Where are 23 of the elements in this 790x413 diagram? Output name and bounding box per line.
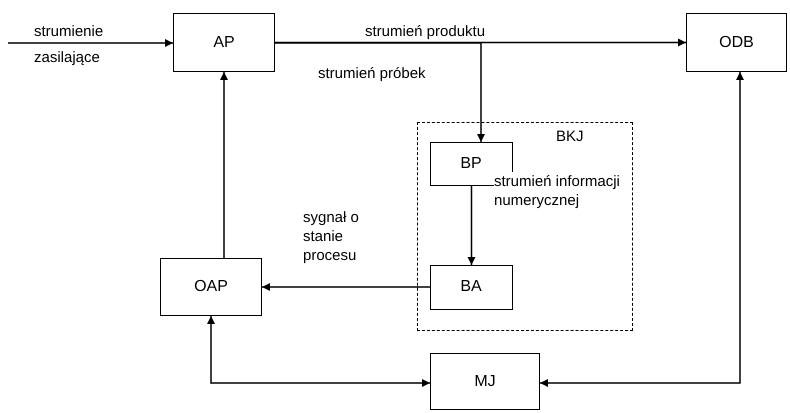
node-label: BA [460,278,482,296]
process-box [160,258,262,316]
arrow [275,42,485,142]
node-label: BKJ [556,128,584,145]
arrow [207,316,430,387]
process-box [430,353,540,410]
process-box [430,264,512,310]
node-label: MJ [474,372,496,390]
process-box [173,13,275,72]
arrow [8,39,173,47]
arrow [540,72,744,387]
arrow [220,72,228,258]
flow-label: zasilające [34,48,100,67]
arrow [262,283,430,291]
node-label: OAP [194,278,228,296]
node-label: ODB [719,34,754,52]
node-label: AP [213,34,235,52]
process-box [686,13,787,72]
arrow [468,186,476,265]
edge-label: strumień produktu [365,22,486,41]
edge-label: strumień próbek [318,64,426,83]
node-label: BP [460,154,482,172]
arrow [275,38,686,46]
